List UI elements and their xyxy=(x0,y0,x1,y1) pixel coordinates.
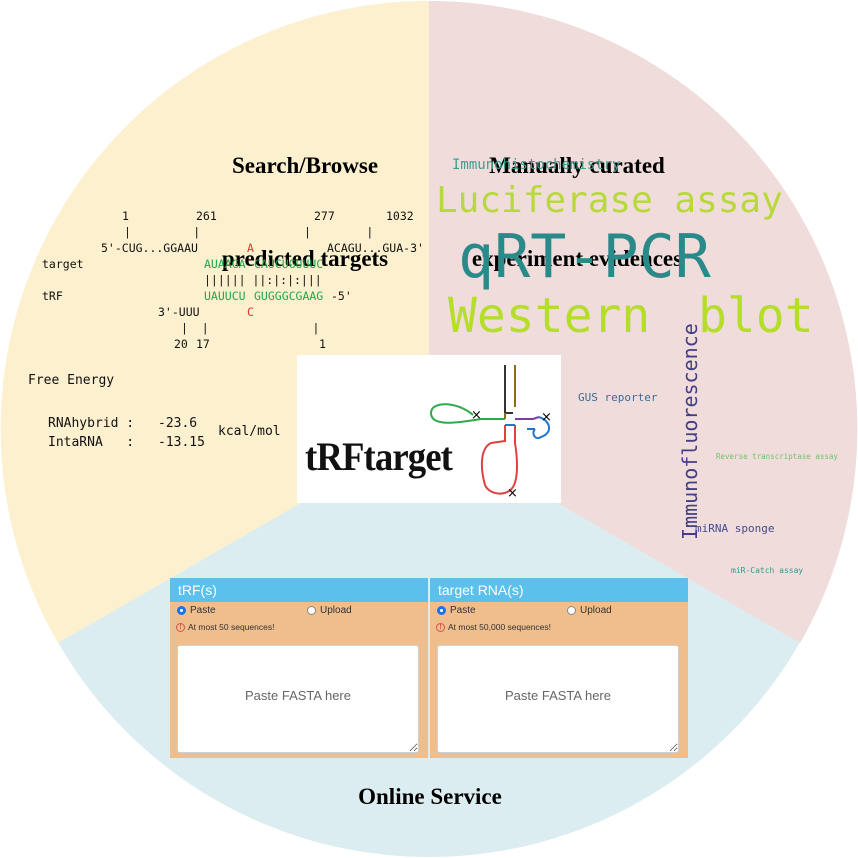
intarna-value: -13.15 xyxy=(158,435,205,450)
warning-icon: ! xyxy=(176,622,185,632)
target-panel: target RNA(s) Paste Upload ! At most 50,… xyxy=(430,578,688,758)
pos-1032: 1032 xyxy=(386,209,414,223)
target-input-mode: Paste Upload xyxy=(430,605,688,619)
tick-marks-bottom: | | | xyxy=(181,321,320,335)
trf-paste-radio[interactable]: Paste xyxy=(177,605,216,616)
trf-paired-1: UAUUCU xyxy=(204,289,246,303)
target-warning-text: At most 50,000 sequences! xyxy=(448,622,552,632)
search-title-line2: predicted targets xyxy=(221,246,389,271)
trf-upload-radio[interactable]: Upload xyxy=(307,605,352,616)
trf-paired-2: GUGGGCGAAG xyxy=(254,289,324,303)
svg-text:×: × xyxy=(541,410,552,425)
radio-selected-icon xyxy=(437,606,446,615)
trf-upload-label: Upload xyxy=(320,605,352,616)
target-upload-radio[interactable]: Upload xyxy=(567,605,612,616)
target-bulge: A xyxy=(247,241,254,255)
logo-box: tRFtarget × × × xyxy=(297,355,561,503)
word-mirna-sponge: miRNA sponge xyxy=(695,522,775,535)
free-energy-label: Free Energy xyxy=(28,373,115,388)
intarna-tool: IntaRNA : xyxy=(48,435,135,450)
target-right-seq: ACAGU...GUA-3' xyxy=(327,241,424,255)
word-gus-reporter: GUS reporter xyxy=(578,391,658,404)
radio-unselected-icon xyxy=(567,606,576,615)
word-western: Western xyxy=(448,288,651,344)
word-immunofluorescence: Immunofluorescence xyxy=(678,323,702,540)
word-immunohistochemistry: Immunohistochemistry xyxy=(452,157,621,173)
word-mir-catch-assay: miR-Catch assay xyxy=(731,566,804,575)
trf-bulge: C xyxy=(247,305,254,319)
curated-title-line2: experiment evidences xyxy=(471,246,683,271)
curated-title: Manually curated experiment evidences xyxy=(432,88,722,305)
trf-left-seq: 3'-UUU xyxy=(158,305,200,319)
match-line: |||||| ||:|:|:||| xyxy=(204,273,322,287)
target-fasta-input[interactable] xyxy=(437,645,679,753)
trf-warning-text: At most 50 sequences! xyxy=(188,622,275,632)
bottom-pos-1: 1 xyxy=(319,337,326,351)
radio-selected-icon xyxy=(177,606,186,615)
target-paired-1: AUAAGA xyxy=(204,257,246,271)
trf-panel-header: tRF(s) xyxy=(170,578,428,602)
target-paste-radio[interactable]: Paste xyxy=(437,605,476,616)
search-title-line1: Search/Browse xyxy=(231,153,379,178)
trf-label: tRF xyxy=(42,289,63,303)
pos-1: 1 xyxy=(122,209,129,223)
pos-277: 277 xyxy=(314,209,335,223)
trf-paste-label: Paste xyxy=(190,605,216,616)
target-paired-2: CAUCUGUUUC xyxy=(254,257,324,271)
bottom-pos-20: 20 xyxy=(174,337,188,351)
bottom-pos-17: 17 xyxy=(196,337,210,351)
energy-unit: kcal/mol xyxy=(218,424,281,439)
trf-warning: ! At most 50 sequences! xyxy=(176,622,274,632)
trf-input-mode: Paste Upload xyxy=(170,605,428,619)
logo-text: tRFtarget xyxy=(305,434,453,479)
svg-text:×: × xyxy=(471,408,482,423)
search-title: Search/Browse predicted targets xyxy=(190,88,420,305)
target-label: target xyxy=(42,257,84,271)
svg-text:×: × xyxy=(507,486,518,501)
target-warning: ! At most 50,000 sequences! xyxy=(436,622,551,632)
radio-unselected-icon xyxy=(307,606,316,615)
word-luciferase-assay: Luciferase assay xyxy=(436,180,783,221)
word-blot: blot xyxy=(698,288,814,344)
target-upload-label: Upload xyxy=(580,605,612,616)
target-panel-header: target RNA(s) xyxy=(430,578,688,602)
trf-panel: tRF(s) Paste Upload ! At most 50 sequenc… xyxy=(170,578,428,758)
target-left-seq: 5'-CUG...GGAAU xyxy=(101,241,198,255)
curated-title-line1: Manually curated xyxy=(489,153,665,178)
online-title: Online Service xyxy=(358,784,502,809)
tick-marks-top: | | | | xyxy=(124,225,374,239)
trf-fasta-input[interactable] xyxy=(177,645,419,753)
word-qrt-pcr: qRT-PCR xyxy=(458,222,711,292)
target-paste-label: Paste xyxy=(450,605,476,616)
rnahybrid-value: -23.6 xyxy=(158,416,198,431)
pos-261: 261 xyxy=(196,209,217,223)
trf-end: -5' xyxy=(331,289,352,303)
trna-structure-icon: × × × xyxy=(429,365,552,501)
rnahybrid-tool: RNAhybrid : xyxy=(48,416,135,431)
warning-icon: ! xyxy=(436,622,445,632)
word-reverse-transcriptase-assay: Reverse transcriptase assay xyxy=(716,452,838,461)
